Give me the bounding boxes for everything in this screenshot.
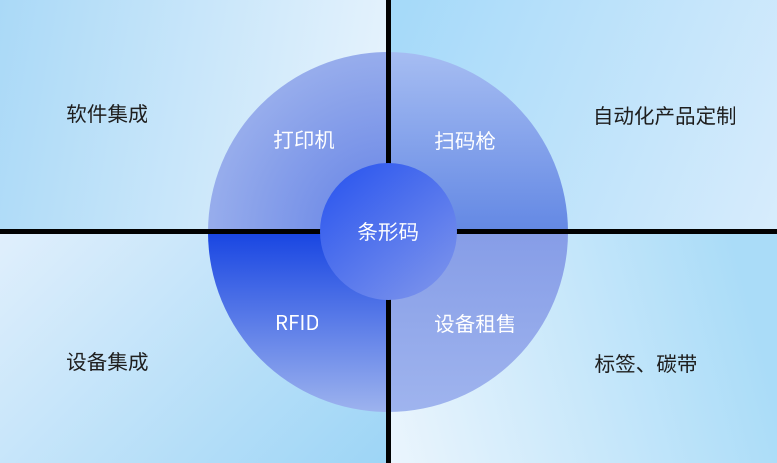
corner-label-software-integration: 软件集成 [66,104,148,124]
corner-label-automation-custom: 自动化产品定制 [595,105,735,125]
quadrant-label-rfid: RFID [276,314,319,330]
quadrant-label-printer: 打印机 [273,130,335,150]
corner-label-labels-ribbons: 标签、碳带 [594,354,697,374]
corner-label-device-integration: 设备集成 [67,352,148,372]
center-label-barcode: 条形码 [358,221,419,241]
quadrant-label-scanner: 扫码枪 [434,130,495,150]
center-circle-barcode [319,162,457,300]
quadrant-label-equipment-rental: 设备租售 [434,313,515,333]
